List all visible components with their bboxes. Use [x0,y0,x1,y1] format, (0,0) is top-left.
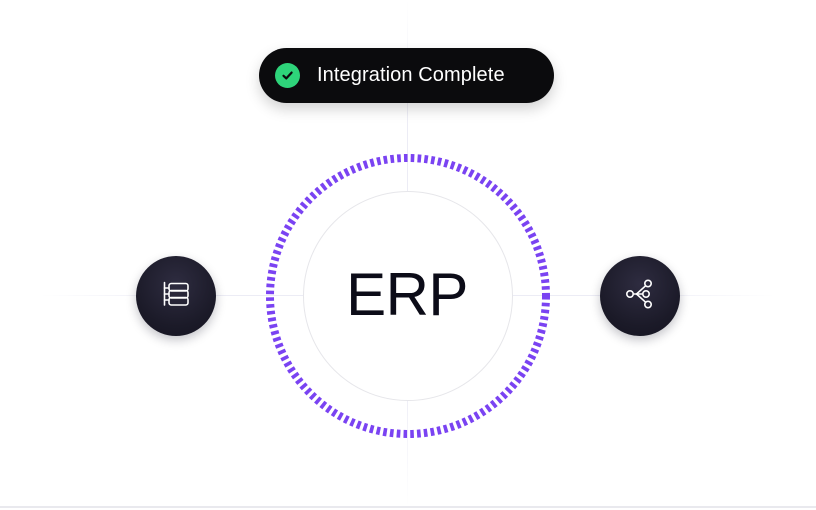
share-nodes-icon [623,277,657,316]
target-node[interactable] [600,256,680,336]
erp-hub-label: ERP [346,261,468,328]
dashed-ring [266,154,550,438]
integration-status-toast: Integration Complete [259,48,554,103]
erp-progress-ring [266,154,550,438]
bottom-divider [0,506,816,508]
source-node[interactable] [136,256,216,336]
hub-inner-circle [303,191,513,401]
toast-label: Integration Complete [317,64,505,86]
check-circle-icon [275,63,300,88]
layered-list-icon [160,278,192,315]
